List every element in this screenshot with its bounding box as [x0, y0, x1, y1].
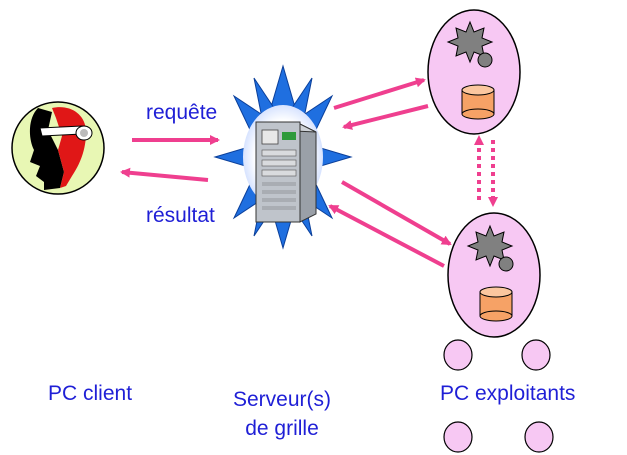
server-label-line1: Serveur(s)	[232, 388, 332, 411]
gear-icon	[466, 224, 514, 272]
arrow-result	[120, 167, 209, 182]
arrow-worker1-to-server	[342, 104, 429, 130]
worker-node-2	[447, 212, 541, 338]
arrow-worker2-to-server	[328, 204, 445, 268]
client-node	[11, 101, 105, 195]
arrows	[120, 77, 498, 268]
server-label-line2: de grille	[245, 417, 319, 440]
gear-icon	[446, 20, 494, 68]
arrow-server-to-worker2	[341, 180, 452, 246]
database-icon	[479, 286, 513, 322]
workers-label: PC exploitants	[440, 382, 576, 405]
database-icon	[461, 84, 495, 120]
user-head-icon	[29, 107, 93, 190]
request-label: requête	[146, 101, 218, 124]
extra-worker-circles	[443, 339, 554, 453]
worker-node-1	[427, 9, 521, 135]
result-label: résultat	[146, 204, 215, 227]
server-node	[213, 64, 353, 250]
arrow-server-to-worker1	[333, 77, 426, 110]
client-label: PC client	[48, 382, 133, 405]
server-tower-icon	[255, 121, 317, 223]
